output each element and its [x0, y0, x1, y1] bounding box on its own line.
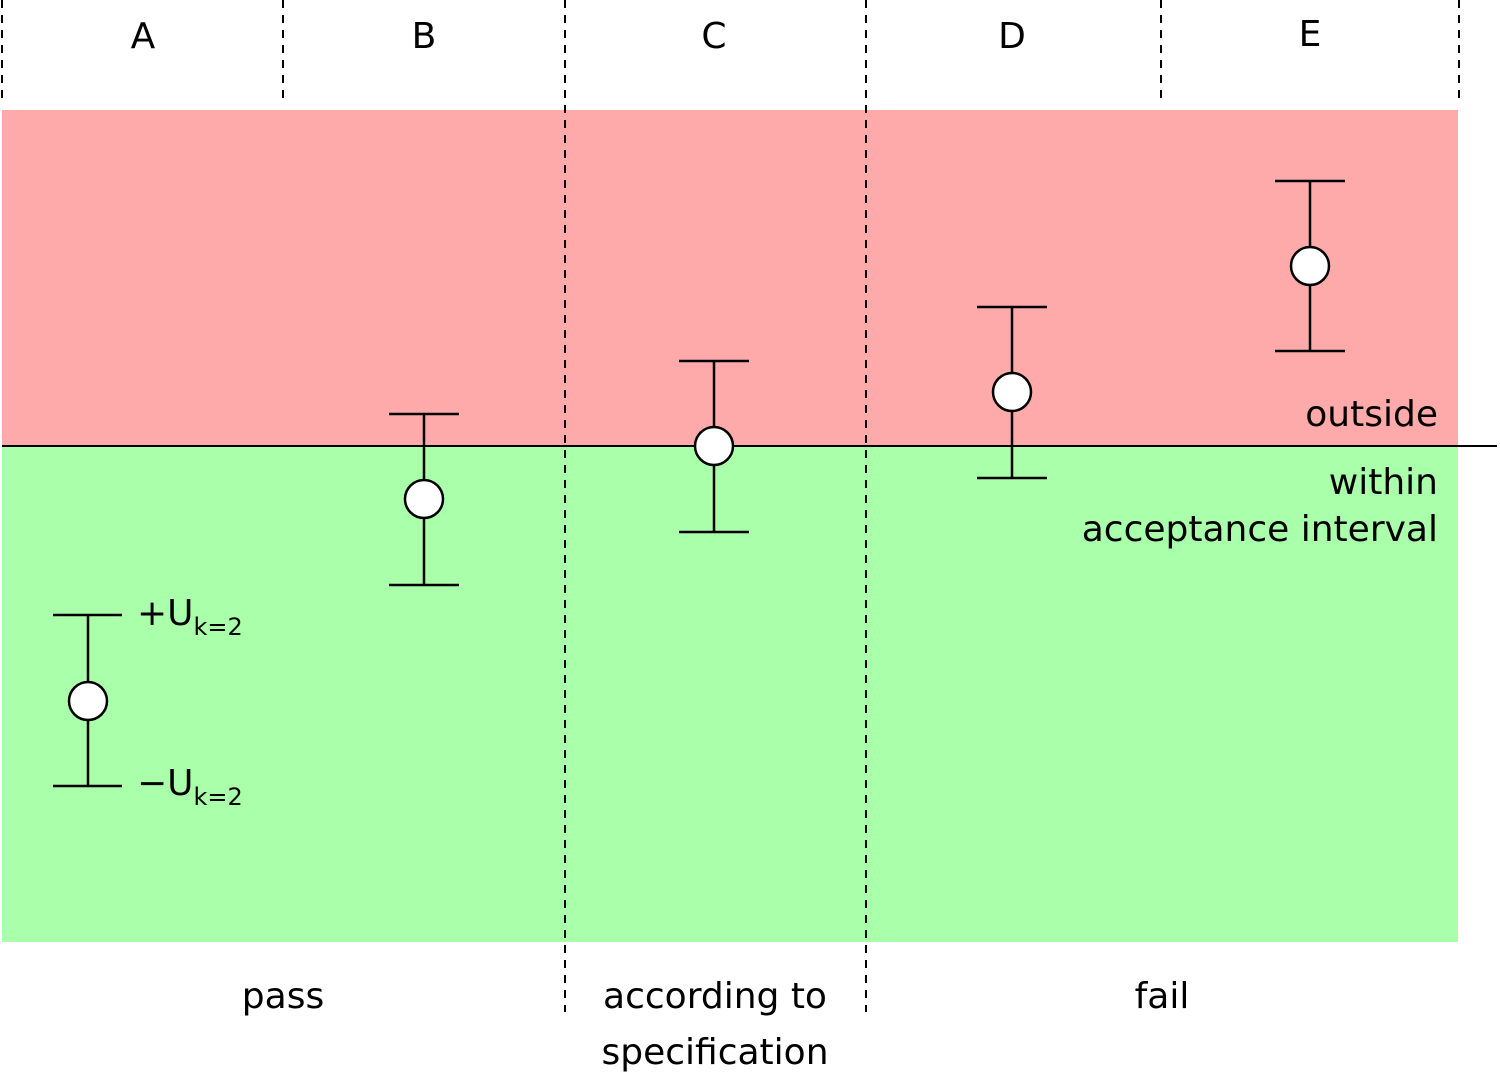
- measurement-c: [679, 359, 749, 534]
- measurement-d: [977, 305, 1047, 480]
- column-label-b: B: [412, 16, 437, 57]
- column-label-e: E: [1299, 14, 1322, 55]
- according-to-label: according to: [603, 976, 827, 1017]
- within-region: [2, 446, 1458, 942]
- pass-label: pass: [242, 976, 324, 1017]
- within-label: within: [1329, 462, 1438, 503]
- fail-label: fail: [1135, 976, 1190, 1017]
- specification-label: specification: [601, 1032, 828, 1073]
- measurement-a: [53, 613, 122, 788]
- measurement-b: [389, 412, 459, 587]
- column-label-c: C: [701, 16, 726, 57]
- plus-u-label: +Uk=2: [137, 593, 243, 641]
- minus-u-label: −Uk=2: [137, 763, 243, 811]
- outside-label: outside: [1305, 394, 1438, 435]
- column-label-a: A: [131, 16, 156, 57]
- column-label-d: D: [998, 16, 1026, 57]
- outside-region: [2, 110, 1458, 446]
- measurement-e: [1275, 179, 1345, 353]
- acceptance-interval-label: acceptance interval: [1082, 509, 1438, 550]
